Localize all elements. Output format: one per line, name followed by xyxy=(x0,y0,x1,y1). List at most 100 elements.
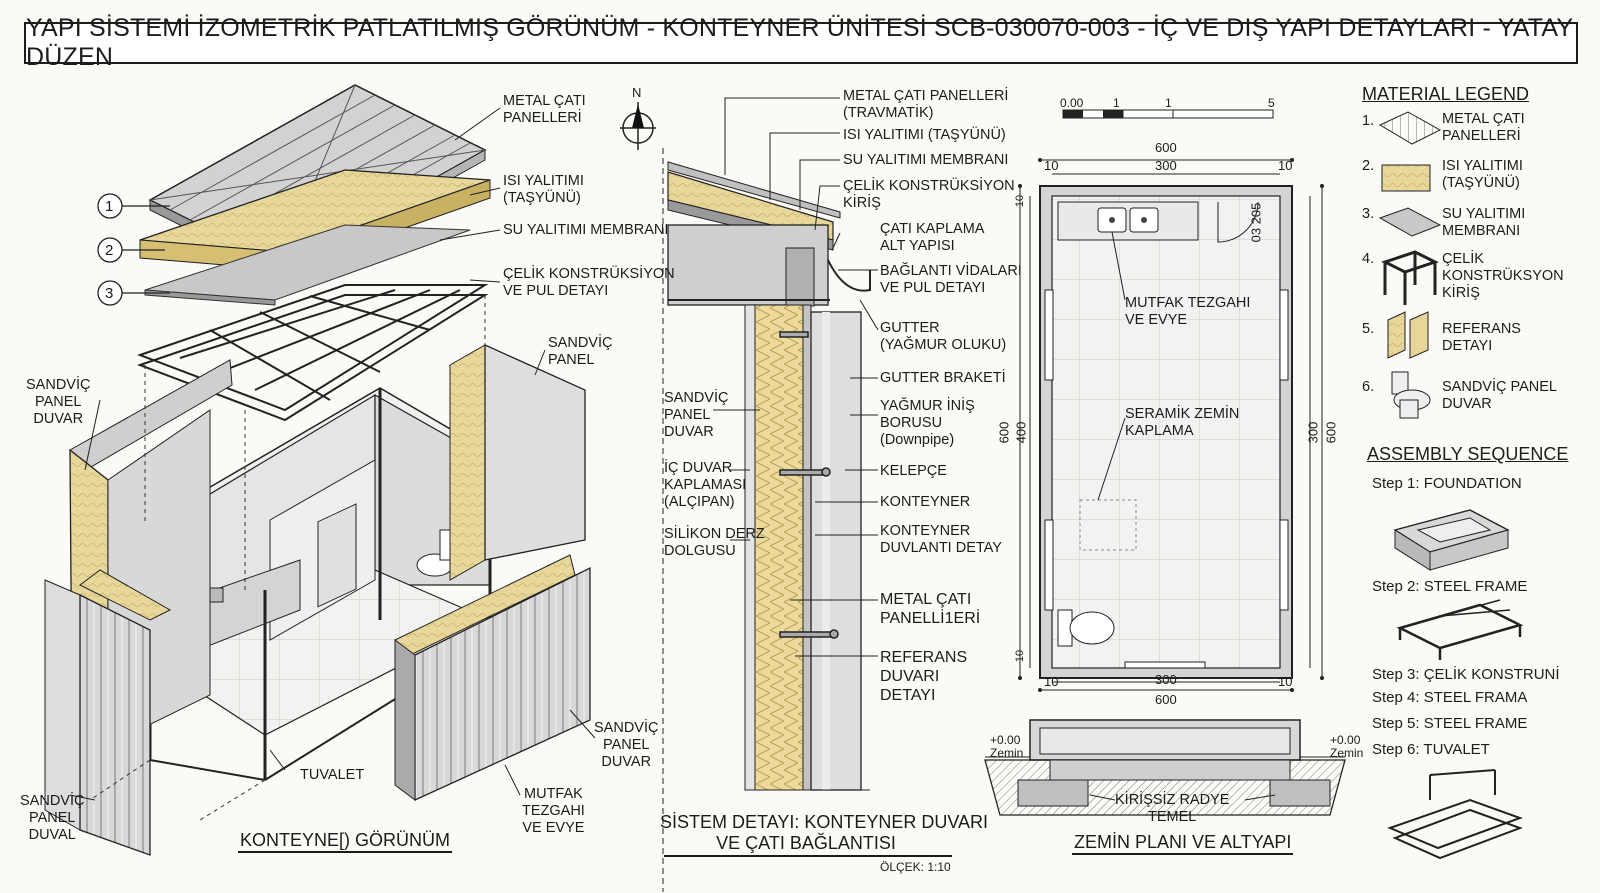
foundation-section xyxy=(984,719,1346,816)
label-steel-construction: ÇELİK KONSTRÜKSİYON VE PUL DETAYI xyxy=(503,266,675,299)
section-membrane: SU YALITIMI MEMBRANI xyxy=(843,152,1009,168)
assembly-step-5: Step 5: STEEL FRAME xyxy=(1372,715,1528,732)
dim-left-total: 600 xyxy=(996,421,1012,444)
assembly-step-3: Step 3: ÇELİK KONSTRUNİ xyxy=(1372,666,1560,683)
iso-caption-text: KONTEYNE[) GÖRÜNÜM xyxy=(238,830,453,853)
assembly-title: ASSEMBLY SEQUENCE xyxy=(1367,444,1569,464)
legend-num-1: 1. xyxy=(1362,113,1375,129)
plan-kitchen-label: MUTFAK TEZGAHI VE EVYE xyxy=(1125,295,1251,328)
label-sandwich-duval: SANDVİÇ PANEL DUVAL xyxy=(20,793,85,843)
iso-callouts xyxy=(97,193,170,306)
dim-top-total: 600 xyxy=(1155,140,1177,155)
dim-door: 03 205 xyxy=(1248,202,1264,243)
foundation-label: KİRİŞSİZ RADYE TEMEL xyxy=(1115,792,1230,825)
section-container-flange: KONTEYNER DUVLANTI DETAY xyxy=(880,523,1002,556)
dim-left-mid: 400 xyxy=(1013,421,1029,444)
scale-5: 5 xyxy=(1268,96,1275,110)
legend-text-3: SU YALITIMI MEMBRANI xyxy=(1442,206,1526,239)
assembly-graphics xyxy=(1387,509,1524,860)
legend-num-2: 2. xyxy=(1362,158,1375,174)
section-steel-beam: ÇELİK KONSTRÜKSİYON KİRİŞ xyxy=(843,178,1015,211)
legend-title: MATERIAL LEGEND xyxy=(1362,84,1530,104)
dim-right-mid: 300 xyxy=(1305,421,1321,444)
legend-text-2: ISI YALITIMI (TAŞYÜNÜ) xyxy=(1442,158,1523,191)
dim-top-mid: 300 xyxy=(1155,158,1177,173)
dim-bot-left: 10 xyxy=(1044,674,1059,689)
section-metal-roof-2: METAL ÇATI PANELLİ1ERİ xyxy=(880,591,981,627)
section-silicone: SİLİKON DERZ DOLGUSU xyxy=(664,526,765,559)
label-sandwich-wall-right: SANDVİÇ PANEL DUVAR xyxy=(594,720,659,770)
level-right: +0.00 xyxy=(1330,733,1361,747)
section-roof-substructure: ÇATI KAPLAMA ALT YAPISI xyxy=(880,221,985,254)
label-membrane: SU YALITIMI MEMBRANI xyxy=(503,222,669,238)
label-sandwich-panel: SANDVİÇ PANEL xyxy=(548,335,613,368)
section-metal-roof: METAL ÇATI PANELLERİ (TRAVMATİK) xyxy=(843,88,1009,121)
plan-caption: ZEMİN PLANI VE ALTYAPI xyxy=(1072,832,1294,855)
section-detail xyxy=(667,161,871,791)
scale-0: 0.00 xyxy=(1060,96,1084,110)
section-insulation: ISI YALITIMI (TAŞYÜNÜ) xyxy=(843,127,1006,143)
section-scale: ÖLÇEK: 1:10 xyxy=(880,860,951,874)
label-kitchen: MUTFAK TEZGAHI VE EVYE xyxy=(522,786,585,836)
drawing-title-text: YAPI SİSTEMİ İZOMETRİK PATLATILMIŞ GÖRÜN… xyxy=(26,14,1573,71)
legend-text-5: REFERANS DETAYI xyxy=(1442,321,1521,354)
assembly-step-4: Step 4: STEEL FRAMA xyxy=(1372,689,1528,706)
section-sandwich-wall: SANDVİÇ PANEL DUVAR xyxy=(664,390,729,440)
section-container: KONTEYNER xyxy=(880,494,971,510)
dim-top-left: 10 xyxy=(1044,158,1059,173)
iso-steel-frame xyxy=(137,284,489,422)
north-label: N xyxy=(632,85,642,100)
legend-text-4: ÇELİK KONSTRÜKSYON KİRİŞ xyxy=(1442,251,1564,301)
floor-plan xyxy=(1018,109,1324,692)
assembly-step-6: Step 6: TUVALET xyxy=(1372,741,1490,758)
section-caption-text: SİSTEM DETAYI: KONTEYNER DUVARI VE ÇATI … xyxy=(660,812,989,853)
callout-3: 3 xyxy=(105,285,114,302)
dim-left-bottom: 10 xyxy=(1014,649,1027,663)
iso-caption: KONTEYNE[) GÖRÜNÜM xyxy=(238,830,453,853)
iso-front-left-panel xyxy=(44,569,172,856)
callout-2: 2 xyxy=(105,242,114,259)
dim-bot-right: 10 xyxy=(1278,674,1293,689)
section-downpipe: YAĞMUR İNİŞ BORUSU (Downpipe) xyxy=(880,398,975,448)
section-gutter-bracket: GUTTER BRAKETİ xyxy=(880,370,1006,386)
legend-num-4: 4. xyxy=(1362,251,1375,267)
dim-bot-mid: 300 xyxy=(1155,672,1177,687)
label-sandwich-wall-left: SANDVİÇ PANEL DUVAR xyxy=(26,377,91,427)
legend-num-6: 6. xyxy=(1362,379,1375,395)
assembly-step-2: Step 2: STEEL FRAME xyxy=(1372,578,1528,595)
section-caption-underline xyxy=(664,855,952,857)
label-toilet: TUVALET xyxy=(300,767,365,783)
label-insulation: ISI YALITIMI (TAŞYÜNÜ) xyxy=(503,173,584,206)
legend-text-1: METAL ÇATI PANELLERİ xyxy=(1442,111,1525,144)
scale-1b: 1 xyxy=(1165,96,1172,110)
plan-caption-text: ZEMİN PLANI VE ALTYAPI xyxy=(1072,832,1294,855)
zemin-left: Zemin xyxy=(990,746,1024,760)
scale-1a: 1 xyxy=(1113,96,1120,110)
callout-1: 1 xyxy=(105,198,114,215)
legend-num-3: 3. xyxy=(1362,206,1375,222)
section-clamp: KELEPÇE xyxy=(880,463,947,479)
plan-floor-label: SERAMİK ZEMİN KAPLAMA xyxy=(1125,406,1240,439)
assembly-step-1: Step 1: FOUNDATION xyxy=(1372,475,1522,492)
iso-membrane-layer xyxy=(144,224,471,306)
iso-front-right-panel xyxy=(394,554,591,802)
legend-num-5: 5. xyxy=(1362,321,1375,337)
drawing-title: YAPI SİSTEMİ İZOMETRİK PATLATILMIŞ GÖRÜN… xyxy=(24,14,1578,71)
iso-back-right-panel xyxy=(449,343,586,581)
dim-bot-total: 600 xyxy=(1155,692,1177,707)
section-gutter: GUTTER (YAĞMUR OLUKU) xyxy=(880,320,1007,353)
legend-text-6: SANDVİÇ PANEL DUVAR xyxy=(1442,379,1557,412)
section-gypsum: İÇ DUVAR KAPLAMASI (ALÇIPAN) xyxy=(664,460,747,510)
dim-top-right: 10 xyxy=(1278,158,1293,173)
section-caption: SİSTEM DETAYI: KONTEYNER DUVARI VE ÇATI … xyxy=(660,812,988,854)
section-screws: BAĞLANTI VİDALARI VE PUL DETAYI xyxy=(880,263,1022,296)
dim-left-top: 10 xyxy=(1014,194,1027,208)
section-reference-wall: REFERANS DUVARI DETAYI xyxy=(880,649,968,704)
level-left: +0.00 xyxy=(990,733,1021,747)
dim-right-total: 600 xyxy=(1323,421,1339,444)
north-arrow-icon xyxy=(620,102,656,150)
label-roof-panels: METAL ÇATI PANELLERİ xyxy=(503,93,586,126)
legend-swatches xyxy=(1378,111,1442,419)
zemin-right: Zemin xyxy=(1330,746,1364,760)
